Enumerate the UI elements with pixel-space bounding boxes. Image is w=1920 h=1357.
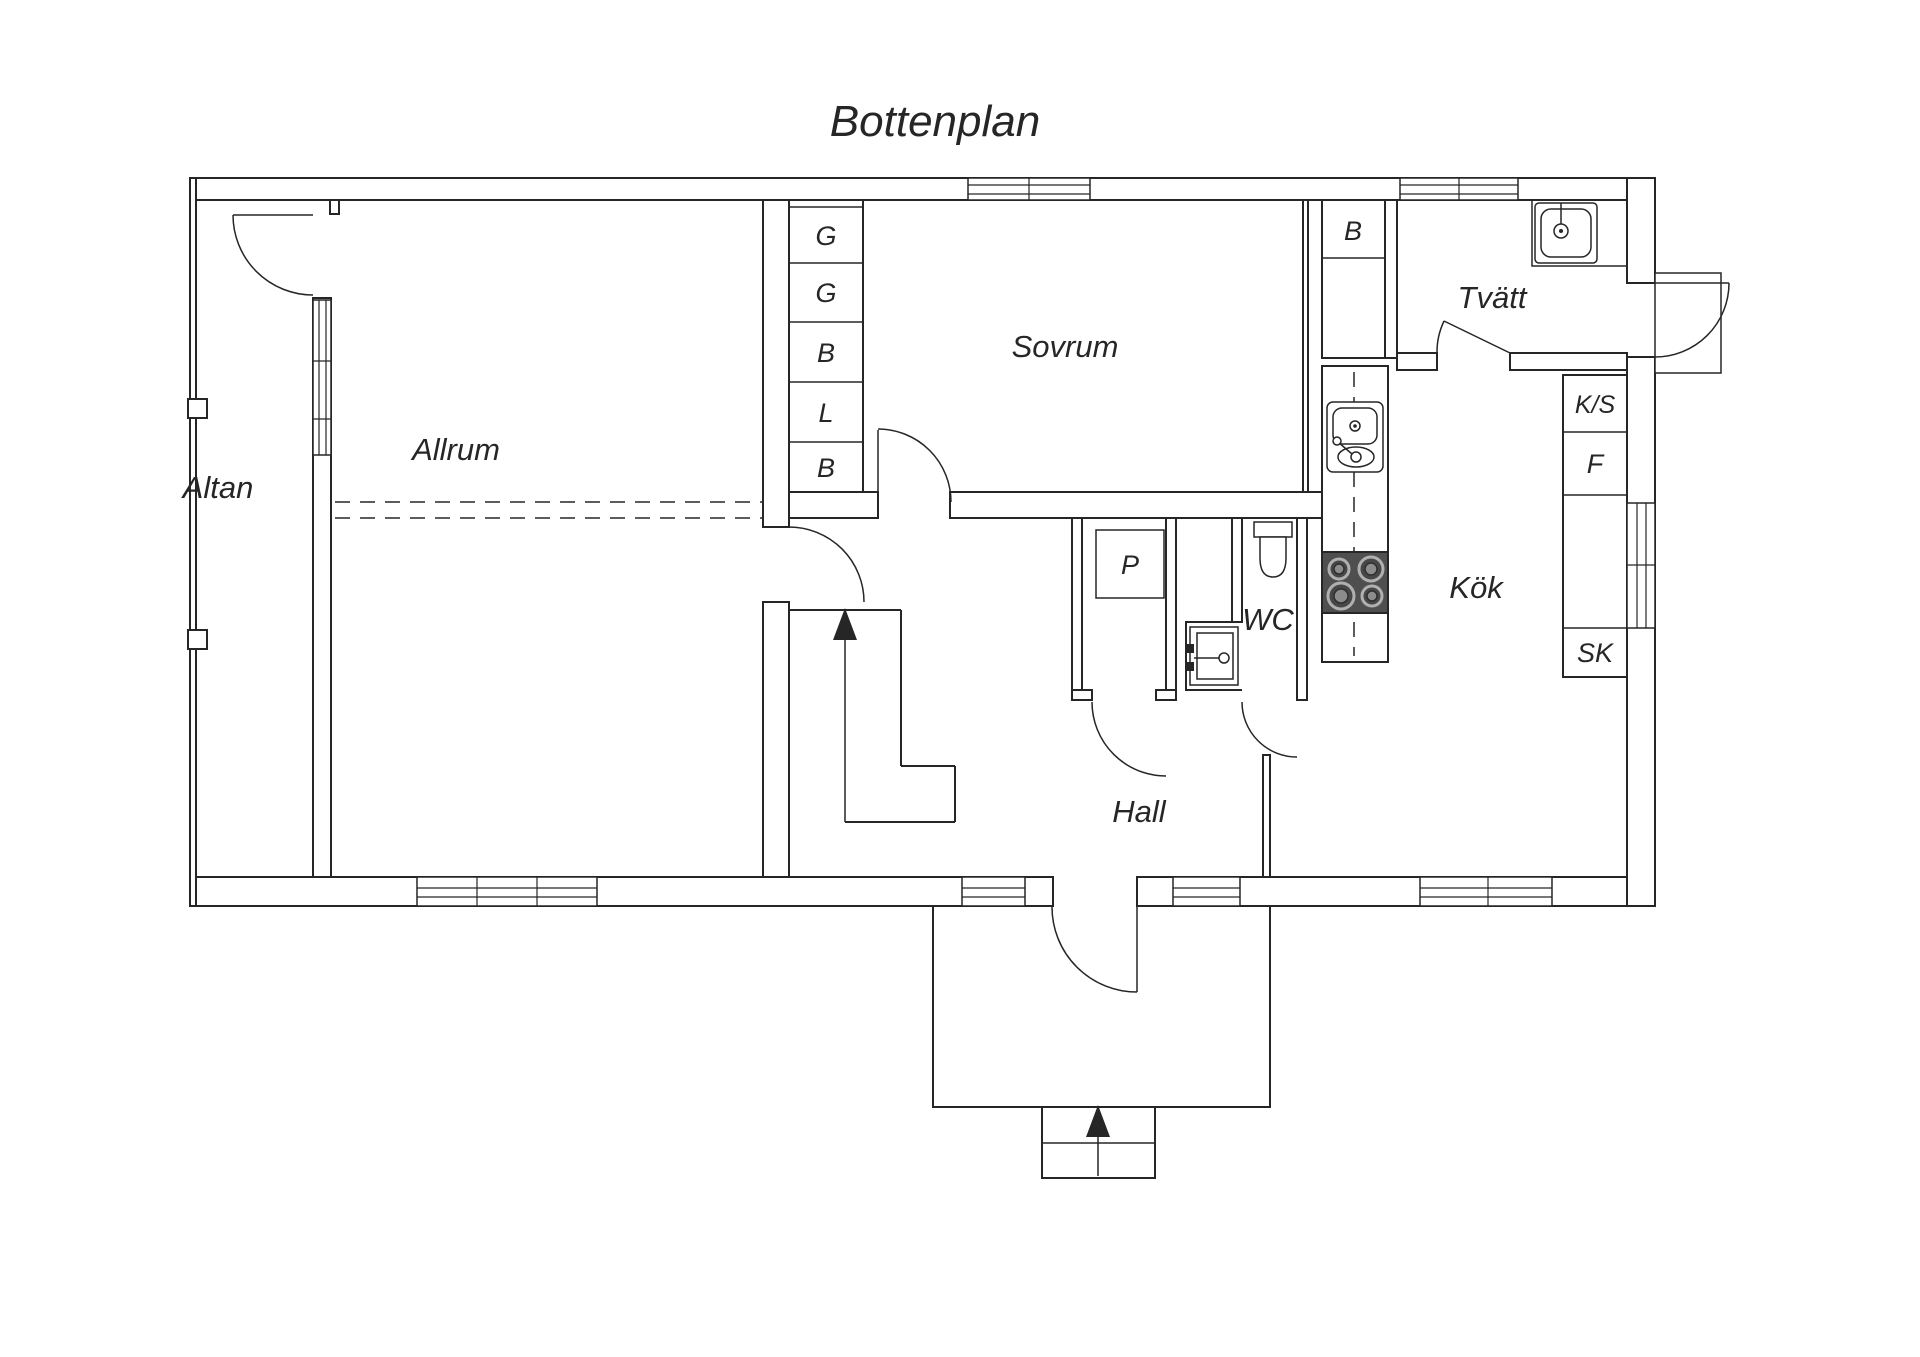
wall-wc-right (1296, 517, 1308, 701)
door-sovrum (877, 428, 952, 503)
wall-allrum-hall-lower (762, 601, 790, 878)
stove (1321, 551, 1389, 614)
window (1399, 177, 1519, 201)
room-labels: Altan Allrum Sovrum Tvätt Kök Hall WC (181, 280, 1528, 829)
closet-label-g1: G (815, 221, 836, 251)
room-label-wc: WC (1242, 602, 1294, 637)
wall-sovrum-right (1302, 199, 1309, 493)
closet-labels: G G B L B B P K/S F SK (815, 216, 1615, 668)
window (1626, 502, 1656, 629)
wall-p-closet-stub (1155, 689, 1177, 701)
windows (312, 177, 1656, 907)
exterior-walls (187, 177, 1656, 907)
closet-label-f: F (1587, 449, 1605, 479)
window (967, 177, 1091, 201)
page-title: Bottenplan (830, 97, 1040, 146)
hall-closet-box (1321, 199, 1386, 359)
stairs-up-arrow (833, 608, 857, 640)
beam-dashed-lines (335, 501, 763, 519)
interior-walls (312, 199, 1628, 878)
wall-wc-basin-niche (1185, 621, 1242, 691)
room-label-kok: Kök (1449, 570, 1504, 605)
wall-tvatt-bottom-left (1396, 352, 1438, 371)
interior-stairs (789, 608, 956, 823)
door-wc (1241, 701, 1298, 758)
porch-post (187, 629, 208, 650)
wall-allrum-hall-upper (762, 199, 790, 528)
kitchen-closet-box (1562, 374, 1628, 678)
wall-sovrum-hall-left (788, 491, 879, 519)
wardrobe-column (788, 199, 864, 493)
back-door-landing (1654, 272, 1722, 374)
wall-sovrum-hall-right (949, 491, 1323, 519)
porch-outline (932, 906, 1271, 1108)
wall-tvatt-bottom-right (1509, 352, 1628, 371)
hall-closet (1321, 199, 1386, 359)
room-label-sovrum: Sovrum (1012, 329, 1119, 364)
p-closet-box (1095, 529, 1165, 599)
p-closet (1095, 529, 1165, 599)
closet-label-l: L (818, 398, 833, 428)
laundry-counter (1531, 200, 1627, 267)
kitchen-tall-closets (1562, 374, 1628, 678)
window (1172, 876, 1241, 907)
room-label-tvatt: Tvätt (1458, 280, 1528, 315)
window (416, 876, 598, 907)
washbasin (1186, 626, 1239, 686)
toilet (1253, 521, 1293, 578)
room-label-altan: Altan (181, 470, 254, 505)
wall-wc-left (1231, 517, 1243, 623)
window (312, 299, 332, 456)
window (1419, 876, 1553, 907)
closet-label-b2: B (817, 453, 835, 483)
door-allrum (788, 526, 865, 603)
closet-label-ks: K/S (1575, 391, 1616, 419)
closet-label-g2: G (815, 278, 836, 308)
entrance-porch (932, 906, 1271, 1179)
closet-label-p: P (1121, 550, 1139, 580)
door-tvatt (1436, 320, 1511, 354)
kitchen-sink (1326, 401, 1384, 473)
room-label-allrum: Allrum (410, 432, 500, 467)
closet-label-b1: B (817, 338, 835, 368)
wall-p-closet-stub (1071, 689, 1093, 701)
wardrobe-box (788, 199, 864, 493)
laundry-sink (1531, 200, 1627, 267)
door-jamb (329, 199, 340, 215)
wall-right-lower (1626, 356, 1656, 907)
wall-tvatt-west (1384, 199, 1398, 359)
doors (232, 214, 1730, 993)
closet-label-hall-b: B (1344, 216, 1362, 246)
door-p-closet (1091, 701, 1167, 777)
wall-right-upper (1626, 177, 1656, 284)
wall-p-closet-right (1165, 517, 1177, 701)
window (961, 876, 1026, 907)
door-entrance (1051, 906, 1138, 993)
door-back (1654, 272, 1730, 374)
porch-post (187, 398, 208, 419)
wall-bottom-left (189, 876, 1054, 907)
wall-p-closet-left (1071, 517, 1083, 701)
door-altan (232, 214, 314, 296)
wall-hall-kok-stub (1262, 754, 1271, 878)
kitchen-counter (1321, 365, 1389, 663)
room-label-hall: Hall (1112, 794, 1167, 829)
closet-label-sk: SK (1577, 638, 1614, 668)
wall-left-porch (189, 177, 197, 907)
entrance-up-arrow (1086, 1105, 1110, 1137)
